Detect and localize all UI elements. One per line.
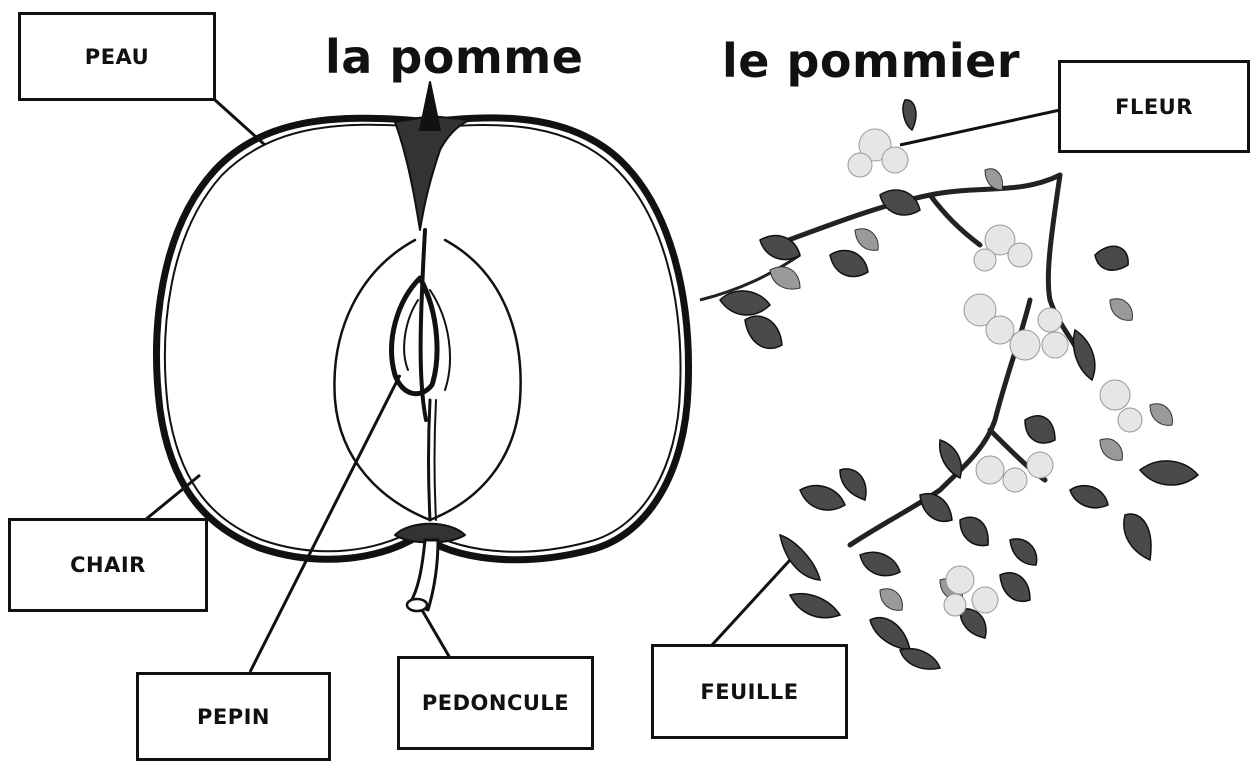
label-peau: PEAU	[18, 12, 216, 101]
leader-pedoncule	[422, 610, 450, 658]
apple-illustration	[157, 82, 689, 611]
apple-title: la pomme	[325, 34, 583, 80]
leader-peau	[215, 100, 265, 145]
leader-fleur	[900, 110, 1060, 145]
label-pepin: PEPIN	[136, 672, 331, 761]
label-peau-text: PEAU	[85, 45, 149, 69]
label-fleur-text: FLEUR	[1115, 95, 1193, 119]
leader-pepin	[250, 375, 400, 672]
apple-branch-illustration	[700, 100, 1198, 669]
label-feuille: FEUILLE	[651, 644, 848, 739]
label-pepin-text: PEPIN	[197, 705, 270, 729]
core-outline-right	[430, 240, 521, 520]
label-pedoncule: PEDONCULE	[397, 656, 594, 750]
label-fleur: FLEUR	[1058, 60, 1250, 153]
label-chair-text: CHAIR	[70, 553, 146, 577]
label-pedoncule-text: PEDONCULE	[422, 691, 569, 715]
apple-top-cavity	[395, 116, 470, 230]
leader-feuille	[712, 560, 790, 645]
tree-title: le pommier	[722, 38, 1020, 84]
label-chair: CHAIR	[8, 518, 208, 612]
label-feuille-text: FEUILLE	[700, 680, 798, 704]
leader-lines	[145, 100, 1060, 672]
